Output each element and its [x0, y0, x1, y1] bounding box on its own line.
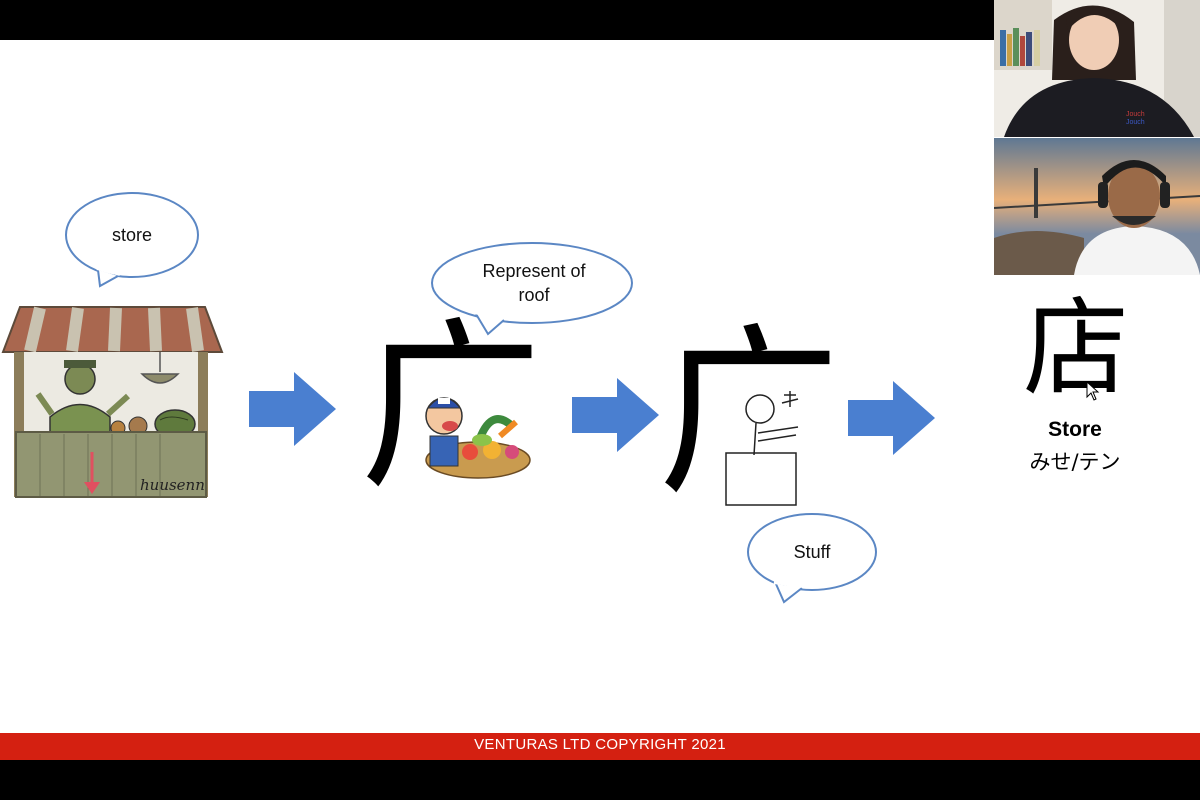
market-stall-illustration	[1, 306, 224, 498]
bubble-roof-text: Represent of roof	[440, 259, 628, 307]
arrow-right-icon	[848, 381, 935, 455]
vegetable-seller-illustration	[425, 397, 531, 479]
mouse-cursor-icon	[1086, 381, 1100, 401]
svg-text:Jouch: Jouch	[1126, 119, 1145, 126]
result-kanji-char: 店	[1023, 287, 1129, 410]
result-label-japanese: みせ/テン	[1029, 450, 1121, 474]
participant-1-video: Jouch Jouch	[994, 0, 1200, 137]
stall-signature: huusenn	[140, 476, 205, 494]
bubble-roof-line2: roof	[518, 285, 550, 305]
speech-bubble-store	[65, 192, 199, 288]
radical-roof-char-2: 广	[658, 307, 840, 519]
video-tile-participant-2[interactable]	[994, 138, 1200, 275]
video-tile-participant-1[interactable]: Jouch Jouch	[994, 0, 1200, 137]
footer-band	[0, 733, 1200, 760]
svg-text:Jouch: Jouch	[1126, 111, 1145, 118]
stuff-sketch-illustration	[725, 391, 799, 506]
bubble-store-text: store	[111, 225, 153, 245]
footer-copyright: VENTURAS LTD COPYRIGHT 2021	[474, 736, 726, 753]
bubble-roof-line1: Represent of	[482, 261, 586, 281]
speech-bubble-roof	[431, 242, 633, 336]
bubble-stuff-text: Stuff	[793, 542, 831, 562]
result-label-english: Store	[1048, 418, 1102, 441]
arrow-right-icon	[249, 372, 336, 446]
participant-2-video	[994, 138, 1200, 275]
speech-bubble-stuff	[747, 513, 877, 604]
bottom-black-bar	[0, 760, 1200, 800]
arrow-right-icon	[572, 378, 659, 452]
